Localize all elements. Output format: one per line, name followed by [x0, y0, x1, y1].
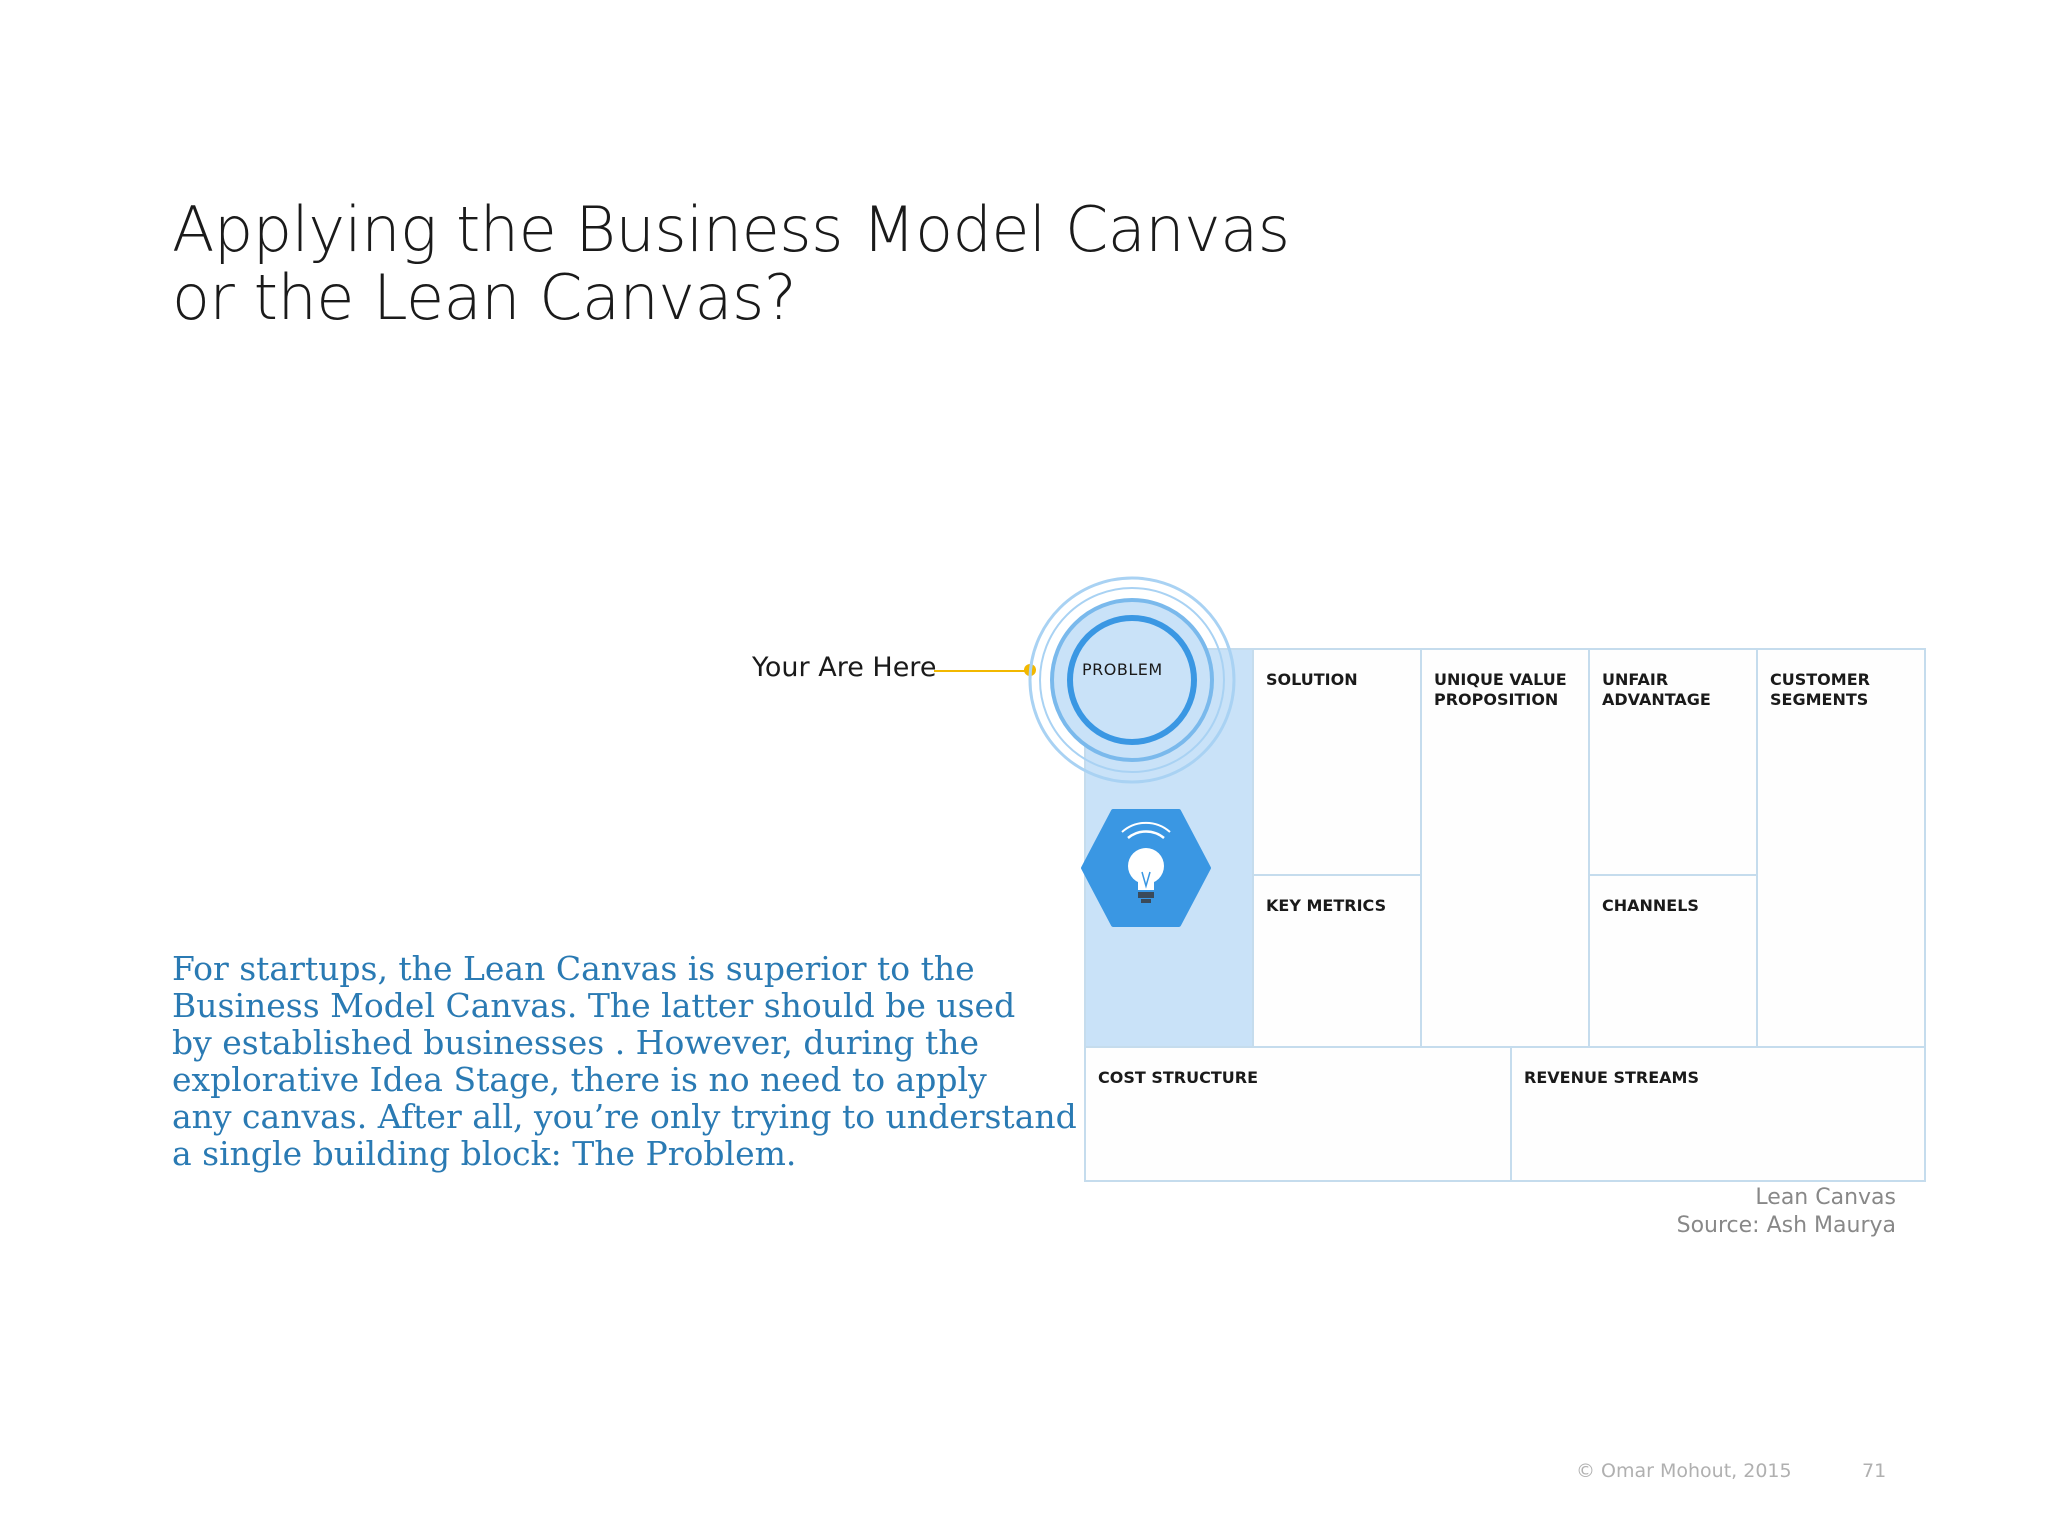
body-line: any canvas. After all, you’re only tryin… [172, 1097, 1077, 1136]
footer-copyright: © Omar Mohout, 2015 [1576, 1460, 1792, 1482]
cell-channels: CHANNELS [1588, 874, 1758, 1048]
body-paragraph: For startups, the Lean Canvas is superio… [172, 949, 1077, 1173]
body-line: a single building block: The Problem. [172, 1134, 797, 1173]
body-line: For startups, the Lean Canvas is superio… [172, 949, 975, 988]
lightbulb-hexagon-icon [1081, 809, 1211, 927]
caption-source: Source: Ash Maurya [1676, 1213, 1896, 1238]
you-are-here-label: Your Are Here [752, 652, 937, 683]
label-key-metrics: KEY METRICS [1266, 896, 1387, 915]
label-unique-value-proposition: UNIQUE VALUE PROPOSITION [1434, 670, 1567, 709]
slide-title-line-1: Applying the Business Model Canvas [172, 193, 1290, 266]
you-are-here-connector [934, 670, 1030, 672]
label-solution: SOLUTION [1266, 670, 1358, 689]
label-problem: PROBLEM [1082, 660, 1163, 679]
body-line: explorative Idea Stage, there is no need… [172, 1060, 987, 1099]
label-customer-segments: CUSTOMER SEGMENTS [1770, 670, 1870, 709]
label-cost-structure: COST STRUCTURE [1098, 1068, 1258, 1087]
label-unfair-advantage: UNFAIR ADVANTAGE [1602, 670, 1711, 709]
figure-caption: Lean Canvas Source: Ash Maurya [1677, 1184, 1896, 1240]
caption-title: Lean Canvas [1755, 1185, 1896, 1210]
problem-target-rings-icon [1028, 576, 1236, 784]
footer-page-number: 71 [1862, 1460, 1887, 1482]
cell-cost-structure: COST STRUCTURE [1084, 1046, 1512, 1182]
cell-unfair-advantage: UNFAIR ADVANTAGE [1588, 648, 1758, 876]
cell-key-metrics: KEY METRICS [1252, 874, 1422, 1048]
cell-unique-value-proposition: UNIQUE VALUE PROPOSITION [1420, 648, 1590, 1048]
cell-customer-segments: CUSTOMER SEGMENTS [1756, 648, 1926, 1048]
cell-solution: SOLUTION [1252, 648, 1422, 876]
body-line: by established businesses . However, dur… [172, 1023, 980, 1062]
cell-revenue-streams: REVENUE STREAMS [1510, 1046, 1926, 1182]
slide-title-line-2: or the Lean Canvas? [172, 261, 797, 334]
body-line: Business Model Canvas. The latter should… [172, 986, 1016, 1025]
slide-title: Applying the Business Model Canvas or th… [172, 196, 1290, 332]
label-channels: CHANNELS [1602, 896, 1699, 915]
label-revenue-streams: REVENUE STREAMS [1524, 1068, 1699, 1087]
